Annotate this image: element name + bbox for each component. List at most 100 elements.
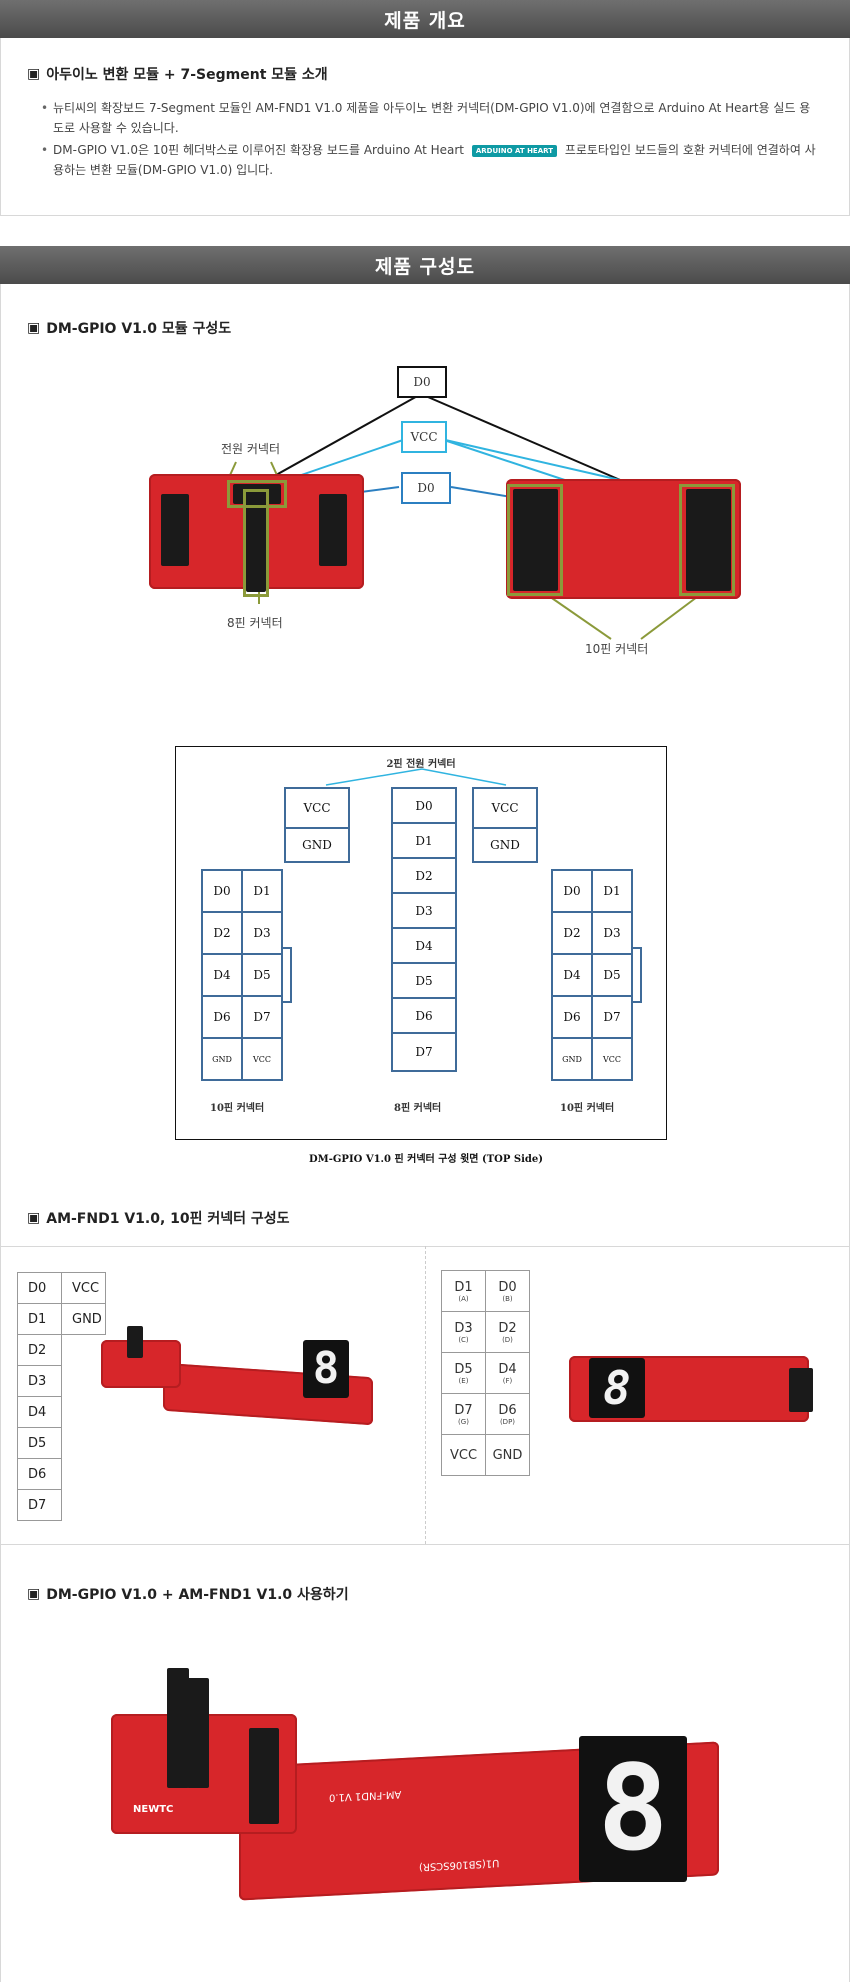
cap-mid-8pin: 8핀 커넥터 [394,1103,442,1114]
spacer [0,216,850,246]
right10-d7: D7 [591,995,633,1039]
arduino-at-heart-logo: ARDUINO AT HEART [471,144,557,157]
diagram-gnd-left: GND [284,827,350,863]
fnd-divider-mid [425,1246,426,1544]
right10-d2: D2 [551,911,593,955]
left10-d1: D1 [241,869,283,913]
label-vcc: VCC [401,421,447,453]
fnd-subtitle-text: AM-FND1 V1.0, 10핀 커넥터 구성도 [46,1211,290,1227]
label-d0-top: D0 [397,366,447,398]
right-pin-d1: D1(A) [441,1270,486,1312]
diagram-vcc-right: VCC [472,787,538,829]
right10-key [632,947,642,1003]
pin-diagram: 2핀 전원 커넥터 VCC GND VCC GND D0 D1 D2 D3 D4… [175,746,667,1140]
right-pin-d3: D3(C) [441,1311,486,1353]
pin10-connector-caption: 10핀 커넥터 [585,642,649,656]
left10-key [282,947,292,1003]
diagram-8pin-d7: D7 [391,1032,457,1072]
left10-d5: D5 [241,953,283,997]
pin8-connector-outline [243,489,269,597]
fnd-left-7seg: 8 [303,1340,349,1398]
square-bullet-icon: ▣ [27,66,41,82]
usage-board-model: AM-FND1 V1.0 [329,1788,402,1803]
pin8-connector-caption: 8핀 커넥터 [227,616,283,630]
square-bullet-icon: ▣ [27,320,41,336]
diagram-8pin-d0: D0 [391,787,457,824]
left-pin-d6: D6 [17,1458,62,1490]
fnd-left-header [127,1326,143,1358]
usage-subtitle: ▣ DM-GPIO V1.0 + AM-FND1 V1.0 사용하기 [27,1584,349,1604]
power-arrows [325,768,507,786]
fnd-subtitle: ▣ AM-FND1 V1.0, 10핀 커넥터 구성도 [27,1208,290,1228]
bullet2-text-b: 프로토타입인 보드들의 호환 커넥터에 연결하여 사용하는 변환 모듈(DM-G… [53,143,816,177]
square-bullet-icon: ▣ [27,1586,41,1602]
right-pin-vcc: VCC [441,1434,486,1476]
structure-header: 제품 구성도 [0,246,850,284]
right-pin-d6: D6(DP) [485,1393,530,1435]
pin10-right-outline [679,484,735,596]
pin10-left-outline [507,484,563,596]
bullet2-text-a: DM-GPIO V1.0은 10핀 헤더박스로 이루어진 확장용 보드를 Ard… [53,143,464,157]
fnd-right-header [789,1368,813,1412]
diagram-8pin-d1: D1 [391,822,457,859]
right10-d4: D4 [551,953,593,997]
structure-box: ▣ DM-GPIO V1.0 모듈 구성도 D0 VCC [0,284,850,1982]
right10-d0: D0 [551,869,593,913]
dm-gpio-10pin-left [161,494,189,566]
usage-power-header [187,1678,209,1788]
gpio-subtitle: ▣ DM-GPIO V1.0 모듈 구성도 [27,318,231,338]
overview-bullet-1: 뉴티씨의 확장보드 7-Segment 모듈인 AM-FND1 V1.0 제품을… [39,98,817,138]
left10-d7: D7 [241,995,283,1039]
power-connector-label: 전원 커넥터 [221,442,281,456]
left10-d4: D4 [201,953,243,997]
usage-board-newtc: NEWTC [133,1804,174,1815]
left-pin-d7: D7 [17,1489,62,1521]
fnd-right-digit: 8 [603,1361,631,1415]
left-pin-vcc: VCC [61,1272,106,1304]
usage-board-ic: U1(SB106SCSR) [419,1856,500,1873]
pin-diagram-caption: DM-GPIO V1.0 핀 커넥터 구성 윗면 (TOP Side) [309,1154,543,1165]
overview-subtitle: ▣ 아두이노 변환 모듈 + 7-Segment 모듈 소개 [27,64,823,84]
usage-8pin-header [167,1668,189,1788]
left-pin-d3: D3 [17,1365,62,1397]
overview-bullets: 뉴티씨의 확장보드 7-Segment 모듈인 AM-FND1 V1.0 제품을… [27,98,817,180]
diagram-8pin-d3: D3 [391,892,457,929]
pin-diagram-top-label: 2핀 전원 커넥터 [386,759,456,770]
dm-gpio-10pin-right [319,494,347,566]
left10-d2: D2 [201,911,243,955]
fnd-right-pin-table: D1(A) D0(B) D3(C) D2(D) D5(E) D4(F) D7(G… [441,1270,530,1476]
right10-d6: D6 [551,995,593,1039]
diagram-gnd-right: GND [472,827,538,863]
gpio-subtitle-text: DM-GPIO V1.0 모듈 구성도 [46,321,232,337]
fnd-divider-bottom [1,1544,850,1545]
right-pin-d4: D4(F) [485,1352,530,1394]
left-pin-d4: D4 [17,1396,62,1428]
overview-subtitle-text: 아두이노 변환 모듈 + 7-Segment 모듈 소개 [46,67,328,83]
diagram-8pin-d2: D2 [391,857,457,894]
right10-vcc: VCC [591,1037,633,1081]
left-pin-d2: D2 [17,1334,62,1366]
usage-digit: 8 [597,1739,669,1877]
left10-gnd: GND [201,1037,243,1081]
overview-bullet-2: DM-GPIO V1.0은 10핀 헤더박스로 이루어진 확장용 보드를 Ard… [39,140,817,180]
left10-d3: D3 [241,911,283,955]
fnd-right-7seg: 8 [589,1358,645,1418]
cap-right-10pin: 10핀 커넥터 [560,1103,615,1114]
cap-left-10pin: 10핀 커넥터 [210,1103,265,1114]
diagram-vcc-left: VCC [284,787,350,829]
fnd-left-digit: 8 [312,1343,340,1394]
am-fnd1-10pin-left [513,489,558,591]
diagram-8pin-d4: D4 [391,927,457,964]
am-fnd1-10pin-right [686,489,731,591]
left10-vcc: VCC [241,1037,283,1081]
right-pin-gnd: GND [485,1434,530,1476]
power-connector-outline [227,480,287,508]
diagram-8pin-d6: D6 [391,997,457,1034]
right10-d3: D3 [591,911,633,955]
dm-gpio-8pin-header [246,492,266,592]
left10-d0: D0 [201,869,243,913]
right-pin-d0: D0(B) [485,1270,530,1312]
square-bullet-icon: ▣ [27,1210,41,1226]
